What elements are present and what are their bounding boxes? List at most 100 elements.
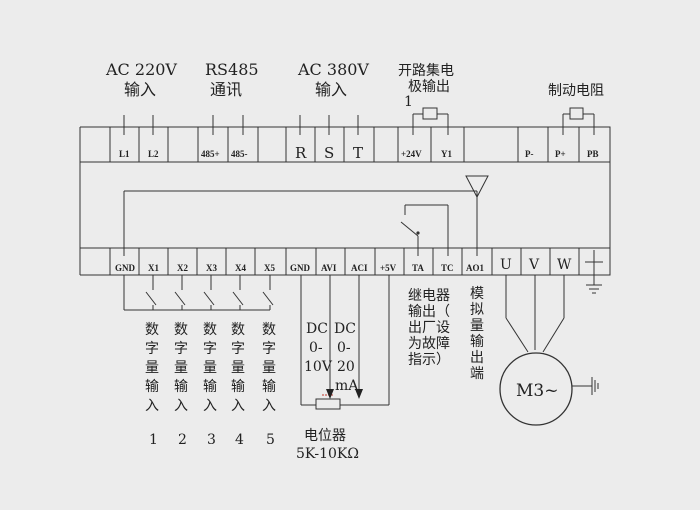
- ac220-sublabel: 输入: [124, 80, 156, 99]
- rs485-sublabel: 通讯: [210, 80, 242, 99]
- digital-input-char: 输: [231, 379, 245, 395]
- terminal-p-minus: [517, 126, 549, 163]
- terminal-t-label: T: [353, 144, 363, 162]
- svg-text:出: 出: [470, 350, 484, 366]
- terminal-x4-label: X4: [235, 263, 246, 273]
- terminal-x2-label: X2: [177, 263, 188, 273]
- terminal-u-label: U: [500, 257, 512, 273]
- potentiometer-range: 5K-10KΩ: [296, 446, 359, 462]
- digital-input-char: 字: [174, 341, 188, 357]
- svg-text:拟: 拟: [470, 302, 484, 318]
- analog-current-line1: DC: [334, 321, 356, 337]
- digital-input-char: 字: [145, 341, 159, 357]
- digital-input-char: 入: [203, 398, 217, 414]
- digital-input-number: 3: [207, 432, 216, 448]
- terminal-p-plus-label: P+: [555, 149, 566, 159]
- terminal-pb-label: PB: [587, 149, 599, 159]
- analog-voltage-line1: DC: [306, 321, 328, 337]
- open-collector-sublabel: 极输出: [408, 79, 450, 95]
- potentiometer-wiring: [300, 275, 390, 410]
- svg-text:为故障: 为故障: [408, 336, 450, 352]
- terminal-r-label: R: [295, 144, 307, 162]
- ac380-sublabel: 输入: [315, 80, 347, 99]
- terminal-5v-label: +5V: [380, 263, 397, 273]
- terminal-s-label: S: [324, 144, 334, 162]
- digital-input-char: 输: [262, 379, 276, 395]
- analog-current-line2: 0-: [337, 340, 351, 356]
- analog-output-label: 模 拟 量 输 出 端: [470, 286, 484, 382]
- terminal-ao1-label: AO1: [466, 263, 485, 273]
- terminal-aci: [344, 247, 376, 276]
- digital-input-char: 字: [262, 341, 276, 357]
- digital-input-char: 入: [231, 398, 245, 414]
- digital-input-char: 字: [203, 341, 217, 357]
- terminal-485-minus-label: 485-: [231, 149, 248, 159]
- motor-icon: [499, 352, 573, 426]
- svg-text:继电器: 继电器: [408, 288, 450, 304]
- relay-contact-symbol: [400, 204, 449, 256]
- open-collector-number: 1: [404, 94, 413, 110]
- digital-input-char: 输: [145, 379, 159, 395]
- terminal-avi-label: AVI: [321, 263, 337, 273]
- digital-input-switches: [123, 275, 274, 311]
- svg-text:量: 量: [470, 318, 484, 334]
- analog-voltage-line3: 10V: [304, 359, 333, 375]
- terminal-ta-label: TA: [412, 263, 424, 273]
- digital-input-char: 量: [203, 360, 217, 376]
- digital-input-char: 量: [145, 360, 159, 376]
- digital-input-char: 入: [262, 398, 276, 414]
- terminal-x3: [196, 247, 227, 276]
- digital-input-char: 入: [174, 398, 188, 414]
- rs485-label: RS485: [205, 60, 259, 79]
- svg-text:输出（: 输出（: [408, 304, 450, 320]
- terminal-24v-label: +24V: [401, 149, 422, 159]
- digital-input-char: 数: [145, 322, 159, 338]
- brake-resistor-label: 制动电阻: [548, 83, 604, 99]
- digital-input-char: 量: [231, 360, 245, 376]
- digital-input-number: 4: [235, 432, 244, 448]
- ground-icon: [585, 250, 603, 294]
- analog-current-line4: mA: [335, 378, 359, 394]
- svg-text:端: 端: [470, 366, 484, 382]
- terminal-x1-label: X1: [148, 263, 159, 273]
- motor-wiring: [505, 275, 565, 353]
- brake-resistor-symbol: [562, 107, 595, 135]
- terminal-y1-label: Y1: [441, 149, 452, 159]
- terminal-p-minus-label: P-: [525, 149, 534, 159]
- terminal-l2-label: L2: [148, 149, 159, 159]
- terminal-t: [343, 126, 375, 163]
- digital-input-char: 量: [174, 360, 188, 376]
- digital-input-char: 数: [231, 322, 245, 338]
- terminal-w-label: W: [557, 257, 572, 273]
- terminal-tc-label: TC: [441, 263, 454, 273]
- ac220-label: AC 220V: [105, 60, 177, 79]
- terminal-x5-label: X5: [264, 263, 275, 273]
- digital-input-char: 字: [231, 341, 245, 357]
- terminal-gnd-2-label: GND: [290, 263, 311, 273]
- svg-text:输: 输: [470, 334, 484, 350]
- open-collector-label: 开路集电: [398, 62, 454, 79]
- terminal-v-label: V: [528, 257, 540, 273]
- svg-text:指示）: 指示）: [408, 352, 450, 368]
- digital-input-char: 量: [262, 360, 276, 376]
- ac380-label: AC 380V: [297, 60, 369, 79]
- digital-input-char: 数: [262, 322, 276, 338]
- open-collector-load: [412, 107, 449, 135]
- terminal-gnd-1-label: GND: [115, 263, 136, 273]
- terminal-485-plus-label: 485+: [201, 149, 220, 159]
- svg-text:出厂设: 出厂设: [408, 320, 450, 336]
- digital-input-char: 输: [174, 379, 188, 395]
- relay-output-label: 继电器 输出（ 出厂设 为故障 指示）: [408, 288, 450, 368]
- digital-input-number: 5: [266, 432, 275, 448]
- terminal-24v: [397, 126, 432, 163]
- digital-input-char: 入: [145, 398, 159, 414]
- terminal-r: [285, 126, 316, 163]
- digital-input-number: 2: [178, 432, 187, 448]
